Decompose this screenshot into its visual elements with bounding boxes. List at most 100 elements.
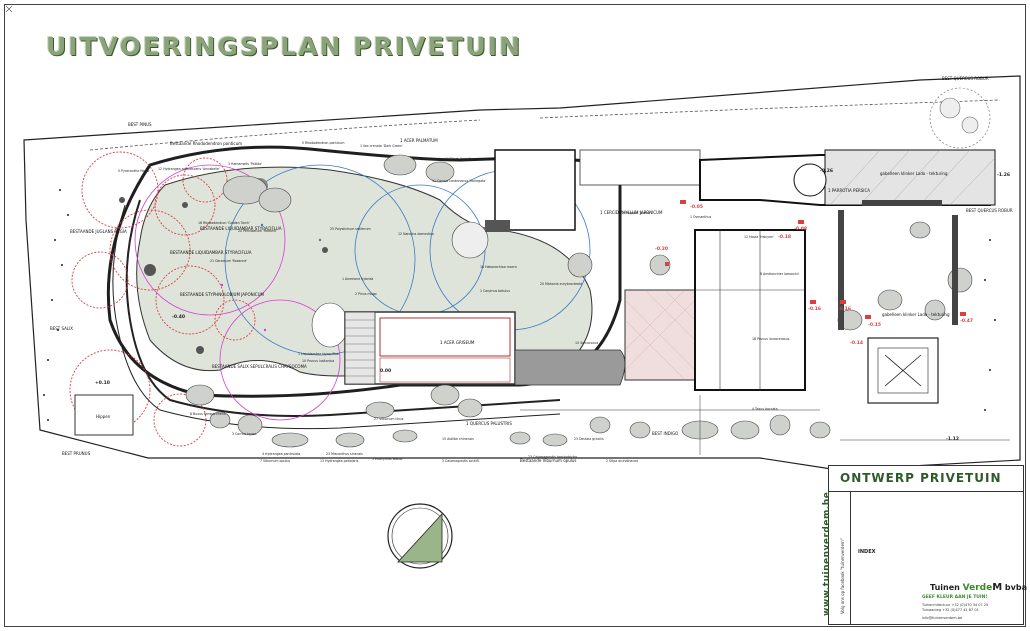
plant-note-label: 1 Osmanthus	[690, 215, 712, 219]
round-plant-bed	[793, 163, 827, 197]
label-best-quercus: BEST QUERCUS ROBUR	[942, 76, 989, 81]
deck-boards	[345, 319, 375, 377]
level-label: -0.16	[808, 306, 821, 312]
level-label: -0.26	[820, 168, 833, 174]
plant-note-label: 2 Stipa arundinacea	[606, 459, 638, 463]
index-label: INDEX	[858, 549, 876, 555]
plant-note-label: 2 Pinus mugo	[355, 292, 377, 296]
pond-lower	[379, 357, 511, 383]
existing-trees	[69, 151, 256, 447]
label-best-indigo: BEST INDIGO	[652, 431, 678, 436]
plant-note-label: 3 Hamamelis 'Pallida'	[228, 162, 262, 166]
patio-hatch	[624, 289, 696, 381]
label-hippen: Hippen	[96, 414, 111, 419]
label-parrotia: 1 PARROTIA PERSICA	[828, 188, 870, 193]
hedge-bar	[838, 210, 844, 330]
title-block-heading: ONTWERP PRIVETUIN	[840, 471, 1002, 485]
radius-circle-magenta	[134, 164, 286, 316]
plant-note-label: 23 Deutzia gracilis	[574, 437, 604, 441]
plant-note-label: 20 Mahonia eurybracteata	[540, 282, 582, 286]
kippen-ren	[74, 394, 134, 436]
plant-note-label: 16 Hakonechloa macra	[480, 265, 517, 269]
company-tagline: Volg ons op facebook "tuinenverdem"	[840, 538, 845, 614]
logo-prefix: Tuinen	[930, 583, 963, 592]
label-liquidambar: BESTAANDE LIQUIDAMBAR STYRACIFLUA	[170, 250, 252, 255]
logo-suffix: bvba	[1002, 583, 1027, 592]
plant-note-label: 8 Amelanchier lamarckii	[760, 272, 799, 276]
plant-note-label: 13 Hydrangea petiolaris	[320, 459, 359, 463]
logo-m: M	[992, 582, 1003, 593]
level-label: -0.05	[690, 204, 703, 210]
level-label: -0.47	[960, 318, 973, 324]
level-label: +0.10	[95, 380, 110, 386]
shed	[494, 149, 576, 231]
company-slogan: GEEF KLEUR AAN JE TUIN!	[922, 595, 988, 600]
contact-line: Tuinaanleg +32 (0)477 41 87 01	[922, 608, 979, 612]
plant-note-label: 3 Cornus kousa	[232, 432, 257, 436]
grade-lines	[520, 395, 1010, 455]
level-label: -0.18	[778, 234, 791, 240]
level-label: -0.15	[868, 322, 881, 328]
plant-note-label: 4 Hydrangea paniculata	[262, 452, 300, 456]
label-best-quercus-2: BEST QUERCUS ROBUR	[966, 208, 1013, 213]
level-label: -0.40	[172, 314, 185, 320]
plant-note-label: 7 Viburnum opulus	[260, 459, 290, 463]
contact-email: info@tuinenverdem.be	[922, 616, 963, 620]
plant-note-label: 8 Buxus sempervirens	[190, 412, 226, 416]
plant-note-label: 23 Calamagrostis brachytricha	[528, 455, 577, 459]
plant-note-label: 20 Pennisetum 'Hameln'	[238, 229, 277, 233]
title-block-divider	[828, 491, 1024, 492]
plant-note-label: 12 Hosta 'Halcyon'	[744, 235, 774, 239]
plant-note-label: 10 Sarcococca	[575, 341, 598, 345]
plant-note-label: 10 Prunus lusitanica	[302, 359, 334, 363]
label-best-pinus: BEST PINUS	[128, 122, 152, 127]
outbuilding	[579, 149, 701, 186]
plant-note-label: 4 Taxus baccata	[752, 407, 778, 411]
plant-note-label: 25 Polystichum setiferum	[330, 227, 371, 231]
plant-note-label: 18 Prunus laurocerasus	[752, 337, 790, 341]
plant-note-label: 3 Buddleja davidii 'Black Knight'	[420, 157, 471, 161]
steps	[485, 220, 510, 232]
deck	[344, 311, 376, 385]
plant-note-label: 1 Liquidambar styraciflua	[298, 352, 339, 356]
hedge-line-top	[89, 119, 481, 151]
hedge-bar	[862, 200, 942, 206]
plant-note-label: 5 Euonymus alatus	[372, 457, 403, 461]
plant-note-label: 12 Fargesia 'Jumbo'	[620, 211, 651, 215]
plant-note-label: 11 Cornus controversa 'Variegata'	[432, 179, 486, 183]
house	[694, 229, 806, 391]
label-liquidambar-2: BESTAANDE LIQUIDAMBAR STYRACIFLUA	[200, 226, 282, 231]
company-website: www.tuinenverdem.be	[822, 491, 832, 616]
plant-note-label: 1 Carpinus betulus	[480, 289, 510, 293]
plant-note-label: 1 Ilex crenata 'Dark Green'	[360, 144, 403, 148]
plant-note-label: 15 Astilbe chinensis	[442, 437, 474, 441]
label-cercidiphyllum: 1 CERCIDIPHYLLUM JAPONICUM	[600, 210, 663, 215]
label-kleedkamer: gabelleen klinker Lado - tekturing	[880, 171, 948, 176]
label-juglans: BESTAANDE JUGLANS REGIA	[70, 229, 127, 234]
level-label: -0.08	[794, 226, 807, 232]
walkway-curve	[125, 199, 561, 417]
walkway-curve-edge	[112, 204, 561, 430]
logo-verde: Verde	[962, 583, 993, 593]
label-acer-griseum: 1 ACER GRISEUM	[440, 340, 475, 345]
contact-line: Tuinarchitectuur +32 (0)470 34 07 25	[922, 603, 989, 607]
label-best-prunus: BEST PRUNUS	[62, 451, 91, 456]
level-label: -0.20	[655, 246, 668, 252]
paved-walk	[514, 349, 626, 386]
level-label: -1.26	[997, 172, 1010, 178]
quercus-canopy	[929, 87, 991, 149]
label-best-salix: BEST SALIX	[50, 326, 73, 331]
level-label: -0.14	[850, 340, 863, 346]
plant-dots	[43, 189, 996, 421]
plant-note-label: 23 Miscanthus sinensis	[326, 452, 363, 456]
plant-note-label: 5 Rhododendron ponticum	[302, 141, 344, 145]
level-labels: -0.40 -0.26 -1.26 -1.12 -0.05 -0.08 -0.1…	[95, 168, 1010, 442]
title-block	[828, 465, 1024, 625]
carport-hatch	[829, 149, 996, 206]
plant-note-label: 12 Hydrangea arborescens 'Annabelle'	[158, 167, 220, 171]
level-markers	[665, 200, 966, 319]
plant-note-label: 12 Nandina domestica	[398, 232, 434, 236]
